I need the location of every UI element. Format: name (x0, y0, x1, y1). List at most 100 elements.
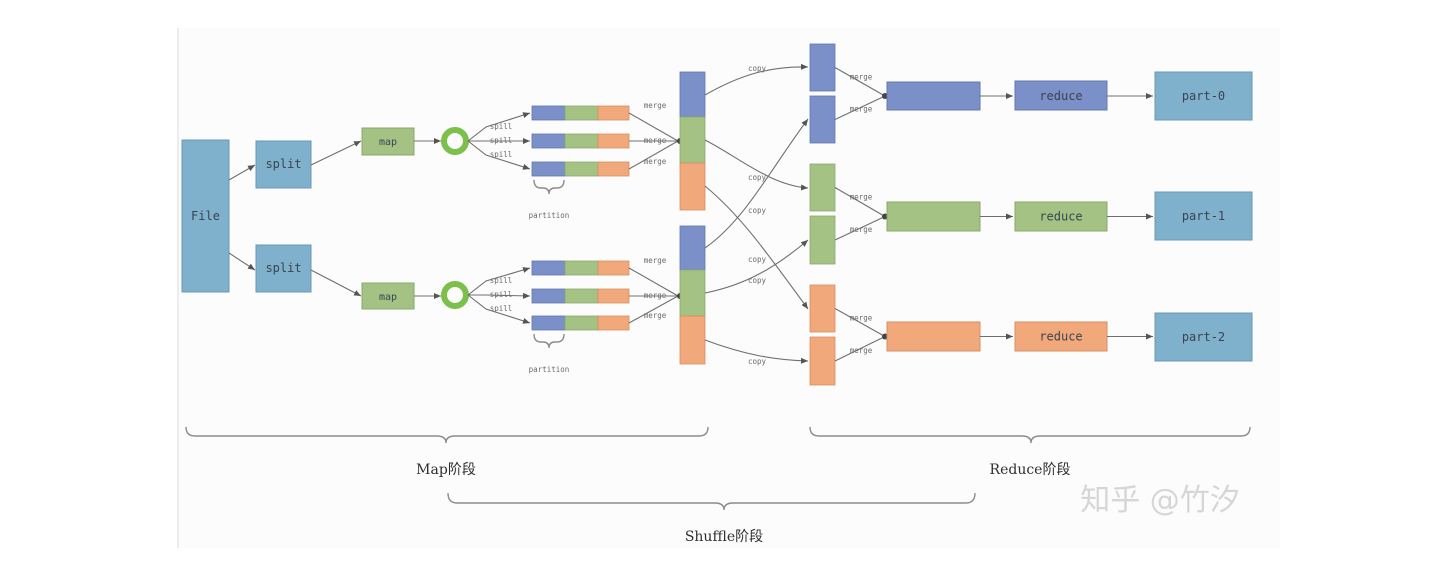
merge-edge (834, 95, 886, 120)
copy-label: copy (748, 255, 767, 264)
merge-label: merge (850, 105, 873, 114)
partition-segment-green (564, 161, 599, 177)
copied-segment (809, 336, 836, 386)
merge-edge (628, 267, 679, 297)
shuffle-copy-edges: copy copy copy copy copy copy (704, 63, 809, 366)
merged-partition-orange (679, 162, 706, 211)
copy-label: copy (748, 276, 767, 285)
merge-edge (834, 216, 886, 241)
spill-edge (467, 140, 531, 170)
copied-segment (809, 43, 836, 92)
partition-segment-blue (531, 288, 566, 304)
partition-segment-blue (531, 133, 566, 149)
copy-label: copy (748, 206, 767, 215)
output-label: part-1 (1182, 209, 1225, 223)
merge-label: merge (644, 136, 667, 145)
partition-segment-orange (597, 105, 630, 121)
input-edges (228, 138, 441, 299)
merge-label: merge (644, 291, 667, 300)
diagram-panel (178, 28, 1280, 548)
split-node-2: split (255, 244, 312, 293)
copy-label: copy (748, 357, 767, 366)
merge-label: merge (850, 225, 873, 234)
copy-label: copy (748, 173, 767, 182)
partition-label: partition (529, 365, 570, 374)
spill-edge (467, 267, 531, 296)
spill-files: spill merge spill merge spill merge spill merge… (467, 101, 683, 331)
copy-path (704, 339, 809, 364)
merge-edge (834, 187, 886, 217)
partition-segment-orange (597, 288, 630, 304)
copied-segment (809, 215, 836, 265)
shuffle-stage-label: Shuffle阶段 (685, 529, 763, 545)
spill-file: spill merge (468, 133, 678, 149)
output-file-part-0 (1154, 71, 1253, 121)
merge-label: merge (644, 101, 667, 110)
spill-label: spill (490, 276, 513, 285)
split-node-1: split (255, 140, 312, 189)
spill-file: spill merge (467, 256, 679, 297)
partition-segment-blue (531, 105, 566, 121)
merge-edge (834, 67, 886, 97)
ring-buffer-icon (441, 281, 469, 309)
spill-label: spill (490, 122, 513, 131)
merged-reduce-input (886, 201, 981, 232)
output-file-part-1 (1154, 191, 1253, 241)
copied-segment (809, 163, 836, 212)
partition-segment-blue (531, 315, 566, 331)
merged-partition-blue (679, 71, 706, 118)
copied-segment (809, 95, 836, 144)
merged-partition-blue (679, 225, 706, 271)
reduce-stage-label: Reduce阶段 (990, 462, 1071, 478)
spill-edge (467, 112, 531, 142)
spill-edge (467, 294, 531, 324)
copy-edge: copy (704, 339, 809, 366)
merge-label: merge (644, 157, 667, 166)
spill-file: spill merge (467, 294, 679, 331)
copied-segment (809, 284, 836, 333)
merged-reduce-input (886, 321, 981, 352)
merge-label: merge (850, 346, 873, 355)
copy-edge: copy (704, 139, 809, 191)
merge-edge (628, 295, 679, 324)
split-label: split (265, 157, 301, 171)
file-node: File (181, 139, 230, 293)
spill-label: spill (490, 136, 513, 145)
output-label: part-2 (1182, 330, 1225, 344)
copy-edge: copy (704, 63, 809, 96)
merged-reduce-input (886, 81, 981, 111)
reduce-label: reduce (1039, 330, 1082, 344)
spill-edge (468, 292, 531, 299)
partition-segment-blue (531, 161, 566, 177)
map-stage-brace: Map阶段 (185, 426, 709, 478)
map-label: map (379, 137, 397, 148)
merge-edge (628, 112, 679, 142)
copy-path (704, 139, 809, 191)
merged-output-1 (679, 71, 706, 211)
partition-segment-orange (597, 161, 630, 177)
partition-segment-green (564, 315, 599, 331)
merge-edge (628, 140, 679, 170)
partition-segment-green (564, 260, 599, 276)
merge-edge (834, 308, 886, 337)
shuffle-stage-brace: Shuffle阶段 (447, 492, 976, 545)
merge-label: merge (644, 256, 667, 265)
ring-buffer-icon (441, 127, 469, 155)
map-node-1: map (361, 127, 415, 156)
reduce-label: reduce (1039, 89, 1082, 103)
copy-path (704, 239, 809, 294)
partition-segment-orange (597, 315, 630, 331)
partition-segment-blue (531, 260, 566, 276)
spill-label: spill (490, 304, 513, 313)
spill-file: spill merge (467, 101, 679, 142)
copy-path (704, 185, 809, 310)
merge-label: merge (850, 193, 873, 202)
merge-label: merge (644, 311, 667, 320)
